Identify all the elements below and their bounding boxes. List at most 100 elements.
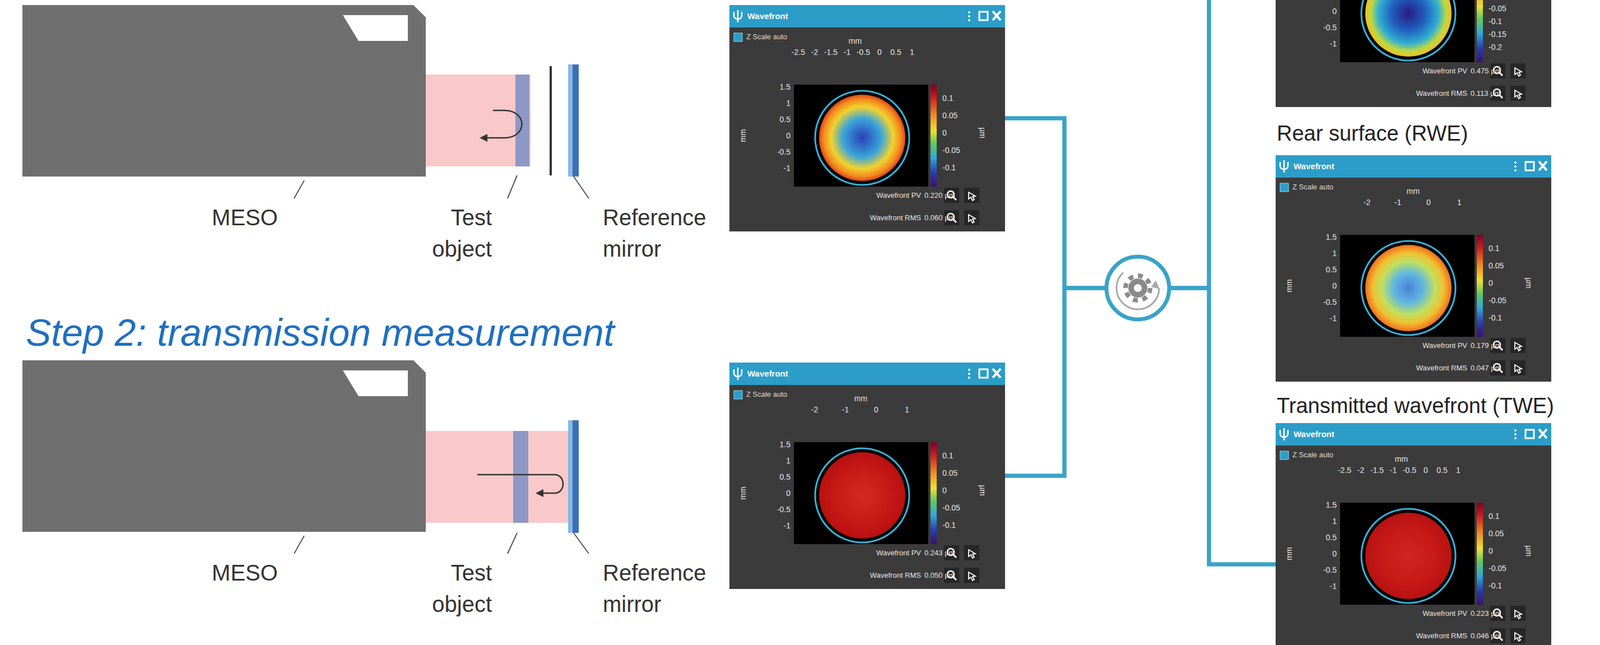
checkbox <box>733 33 743 42</box>
color-bar <box>930 84 937 187</box>
menu-dot <box>1514 433 1517 436</box>
menu-dot <box>1514 429 1517 432</box>
tick-label: -0.5 <box>777 147 791 157</box>
reference-mirror-back <box>572 64 579 177</box>
part-label: MESO <box>211 556 279 589</box>
window-title: Wavefront <box>1293 429 1335 439</box>
tick-label: -1 <box>1389 465 1397 475</box>
metric-label: Wavefront RMS <box>1416 631 1468 640</box>
tick-label: 0 <box>942 485 947 495</box>
test-object <box>515 74 530 167</box>
metric-value: 0.223 µm <box>1470 608 1501 618</box>
axis-unit: mm <box>854 393 868 403</box>
tick-label: -0.05 <box>1488 3 1507 13</box>
leader-line <box>507 532 518 554</box>
checkbox <box>1280 450 1289 460</box>
tick-label: -0.1 <box>942 163 956 172</box>
axis-unit: mm <box>848 36 862 46</box>
axis-unit: mm <box>1284 546 1294 560</box>
tick-label: 1.5 <box>779 82 791 92</box>
button <box>964 187 980 203</box>
plot-area <box>1340 502 1475 605</box>
tick-label: 1 <box>1332 248 1337 258</box>
metric-value: 0.220 µm <box>924 191 955 200</box>
test-object <box>513 430 529 523</box>
tick-label: 0.5 <box>779 114 791 124</box>
tick-label: -1 <box>783 163 791 173</box>
tick-label: 1 <box>785 456 791 465</box>
tick-label: -0.05 <box>1488 295 1507 305</box>
checkbox-label: Z Scale auto <box>1292 450 1334 459</box>
tick-label: 0.1 <box>942 450 953 460</box>
pointer-icon <box>968 549 976 558</box>
tick-label: 0 <box>1332 6 1337 16</box>
wavefront-window: WavefrontZ Scale automm-2.5-2-1.5-1-0.50… <box>729 5 1006 232</box>
tick-label: 1 <box>904 405 910 415</box>
tick-label: -0.5 <box>856 47 871 57</box>
reflection-arrow <box>477 474 564 493</box>
button <box>964 545 980 561</box>
axis-unit: mm <box>738 128 748 142</box>
tick-label: 0.1 <box>1488 511 1500 521</box>
tick-label: 0 <box>1488 278 1493 288</box>
tick-label: 1 <box>1457 197 1462 207</box>
metric-value: 0.475 µm <box>1470 66 1501 76</box>
wavefront-map <box>819 94 906 181</box>
tick-label: -0.5 <box>1323 22 1337 32</box>
close-icon <box>1538 429 1547 439</box>
gear-hole <box>1133 284 1142 292</box>
step-heading: Step 2: transmission measurement <box>25 309 615 355</box>
meso-housing <box>22 360 426 532</box>
metric-value: 0.047 µm <box>1470 363 1501 372</box>
blocker <box>549 66 552 176</box>
part-label: Reference mirror <box>602 556 715 620</box>
checkbox <box>733 390 743 399</box>
menu-dot <box>1514 165 1517 168</box>
metric-value: 0.060 µm <box>924 213 955 222</box>
tick-label: -0.15 <box>1488 29 1507 39</box>
tick-label: -1 <box>843 47 851 57</box>
menu-dot <box>1514 436 1517 440</box>
tick-label: -1 <box>1329 313 1337 323</box>
tick-label: -1 <box>1329 39 1337 49</box>
metric-value: 0.113 µm <box>1470 89 1501 98</box>
metric-label: Wavefront RMS <box>870 570 922 580</box>
button <box>964 567 980 583</box>
wavefront-map <box>1365 512 1452 599</box>
tick-label: -2 <box>811 47 818 57</box>
housing-tab <box>342 15 408 41</box>
tick-label: 0.05 <box>942 110 958 120</box>
connector <box>1005 118 1276 565</box>
leader-line <box>294 535 305 554</box>
close-icon <box>992 368 1001 378</box>
tick-label: 0.1 <box>942 93 953 103</box>
arrow-head <box>479 133 488 142</box>
menu-dot <box>968 15 971 18</box>
tick-label: -0.1 <box>1488 580 1502 590</box>
color-bar <box>1476 502 1483 605</box>
reference-mirror <box>568 420 573 533</box>
metric-label: Wavefront PV <box>876 191 922 200</box>
pointer-icon <box>1514 342 1522 351</box>
tick-label: -1 <box>842 405 849 415</box>
psi-icon <box>1280 428 1288 441</box>
title-bar <box>1275 422 1552 446</box>
metric-label: Wavefront PV <box>876 548 922 557</box>
leader-line <box>573 532 589 554</box>
psi-icon <box>1280 160 1288 173</box>
tick-label: 0 <box>785 131 791 141</box>
tick-label: 0.05 <box>1488 528 1504 538</box>
color-bar <box>1476 0 1483 63</box>
button <box>964 210 980 226</box>
pupil-ring <box>815 448 910 543</box>
metric-label: Wavefront RMS <box>1416 363 1468 372</box>
tick-label: 0 <box>942 128 947 138</box>
title-bar <box>729 5 1006 28</box>
tick-label: -1 <box>1394 197 1402 207</box>
menu-dot <box>968 11 971 14</box>
close-icon <box>992 11 1001 21</box>
wavefront-map <box>1365 0 1452 57</box>
metric-label: Wavefront RMS <box>1416 89 1468 98</box>
tick-label: 0 <box>877 47 882 57</box>
